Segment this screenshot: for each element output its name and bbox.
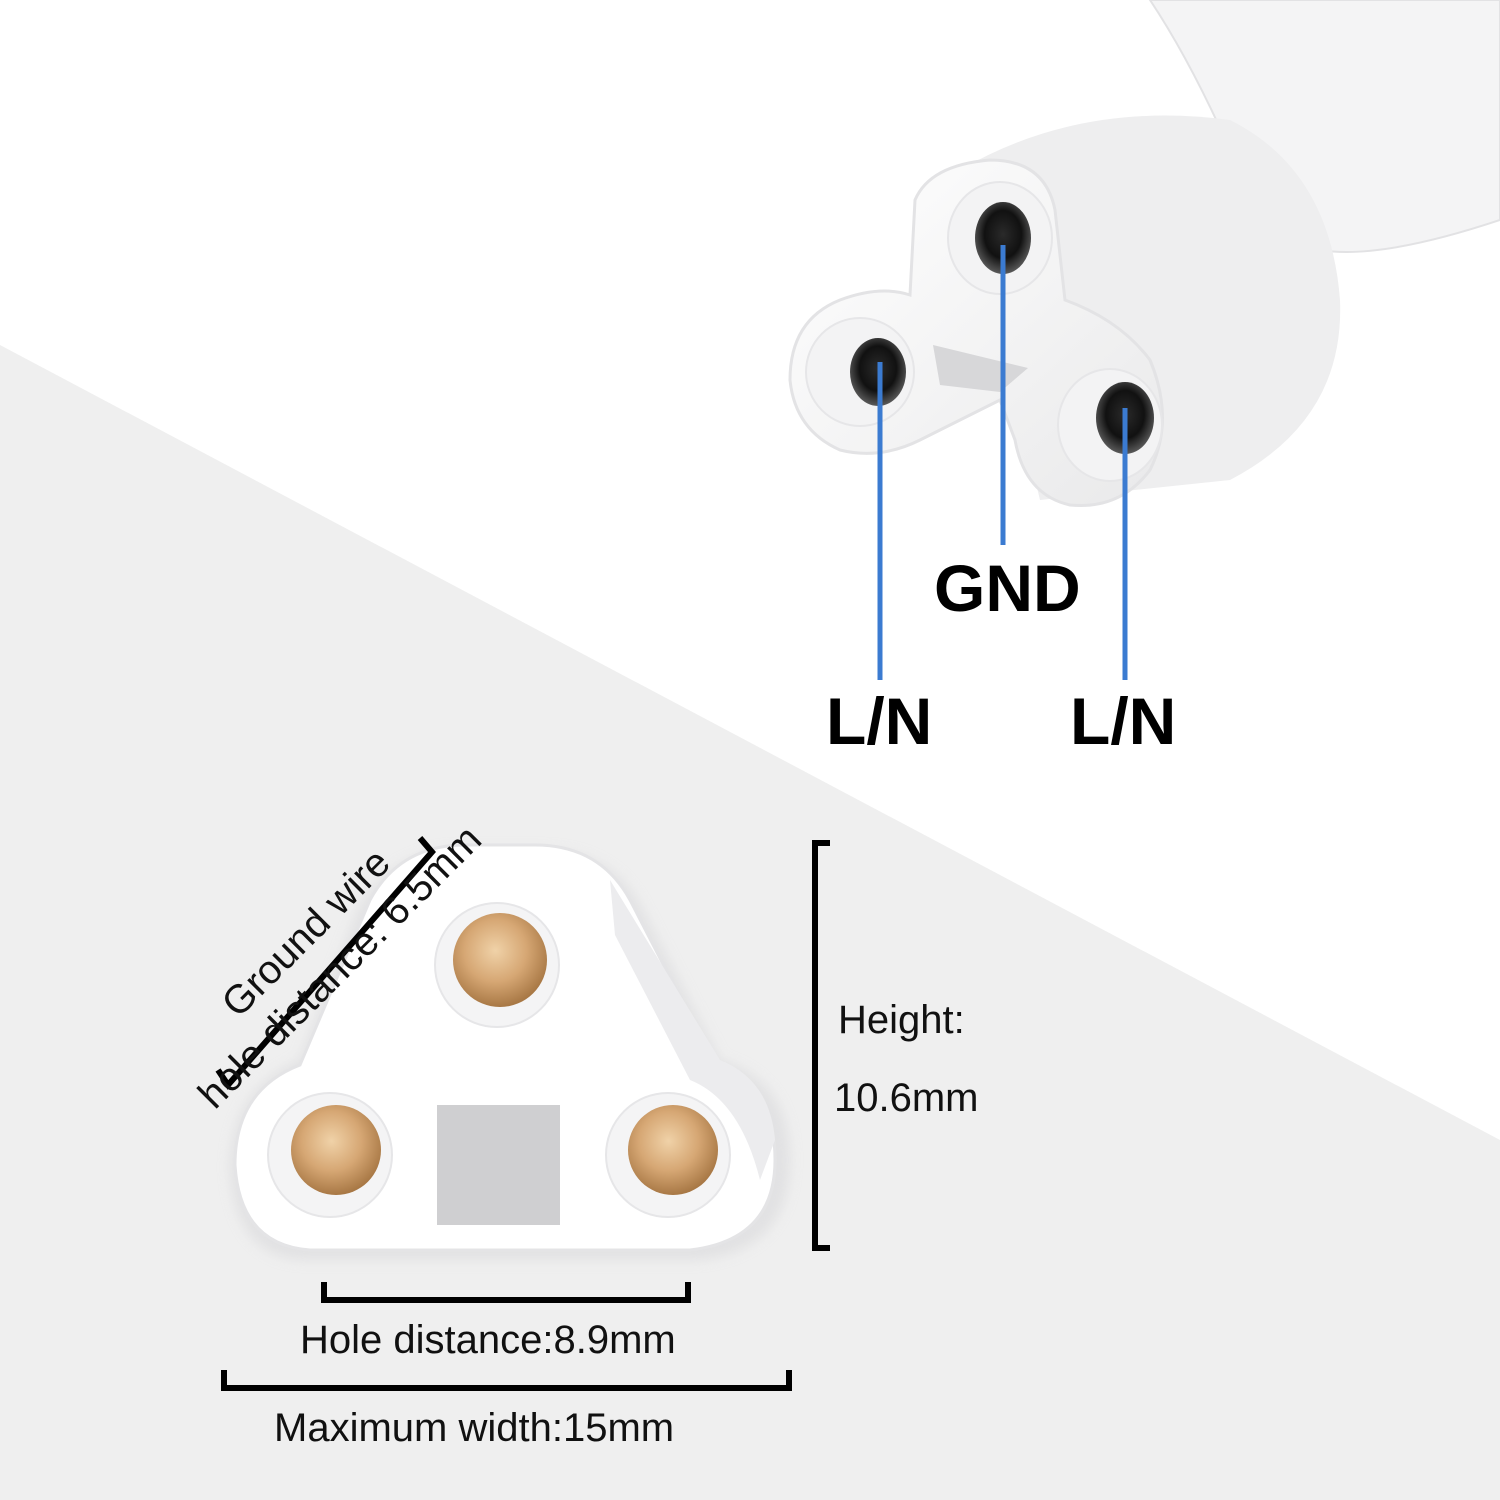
height-value: 10.6mm (834, 1076, 979, 1120)
height-label: Height: (838, 998, 965, 1042)
bottom-key-recess (437, 1105, 560, 1225)
ln-left-label: L/N (826, 684, 933, 758)
ln-right-label: L/N (1070, 684, 1177, 758)
bottom-connector (230, 843, 790, 1260)
max-width-bracket (221, 1370, 792, 1391)
bottom-ln-left-contact (291, 1105, 381, 1195)
bottom-side-shade (610, 880, 775, 1180)
bottom-gnd-contact (453, 913, 547, 1007)
ground-distance-bracket (215, 836, 436, 1090)
gnd-label: GND (934, 551, 1081, 625)
bottom-ln-right-contact (628, 1105, 718, 1195)
height-bracket (812, 840, 830, 1251)
hole-distance-bracket (321, 1282, 691, 1303)
hole-distance-label: Hole distance:8.9mm (300, 1318, 676, 1362)
max-width-label: Maximum width:15mm (274, 1406, 675, 1450)
top-gnd-hole (975, 202, 1031, 274)
